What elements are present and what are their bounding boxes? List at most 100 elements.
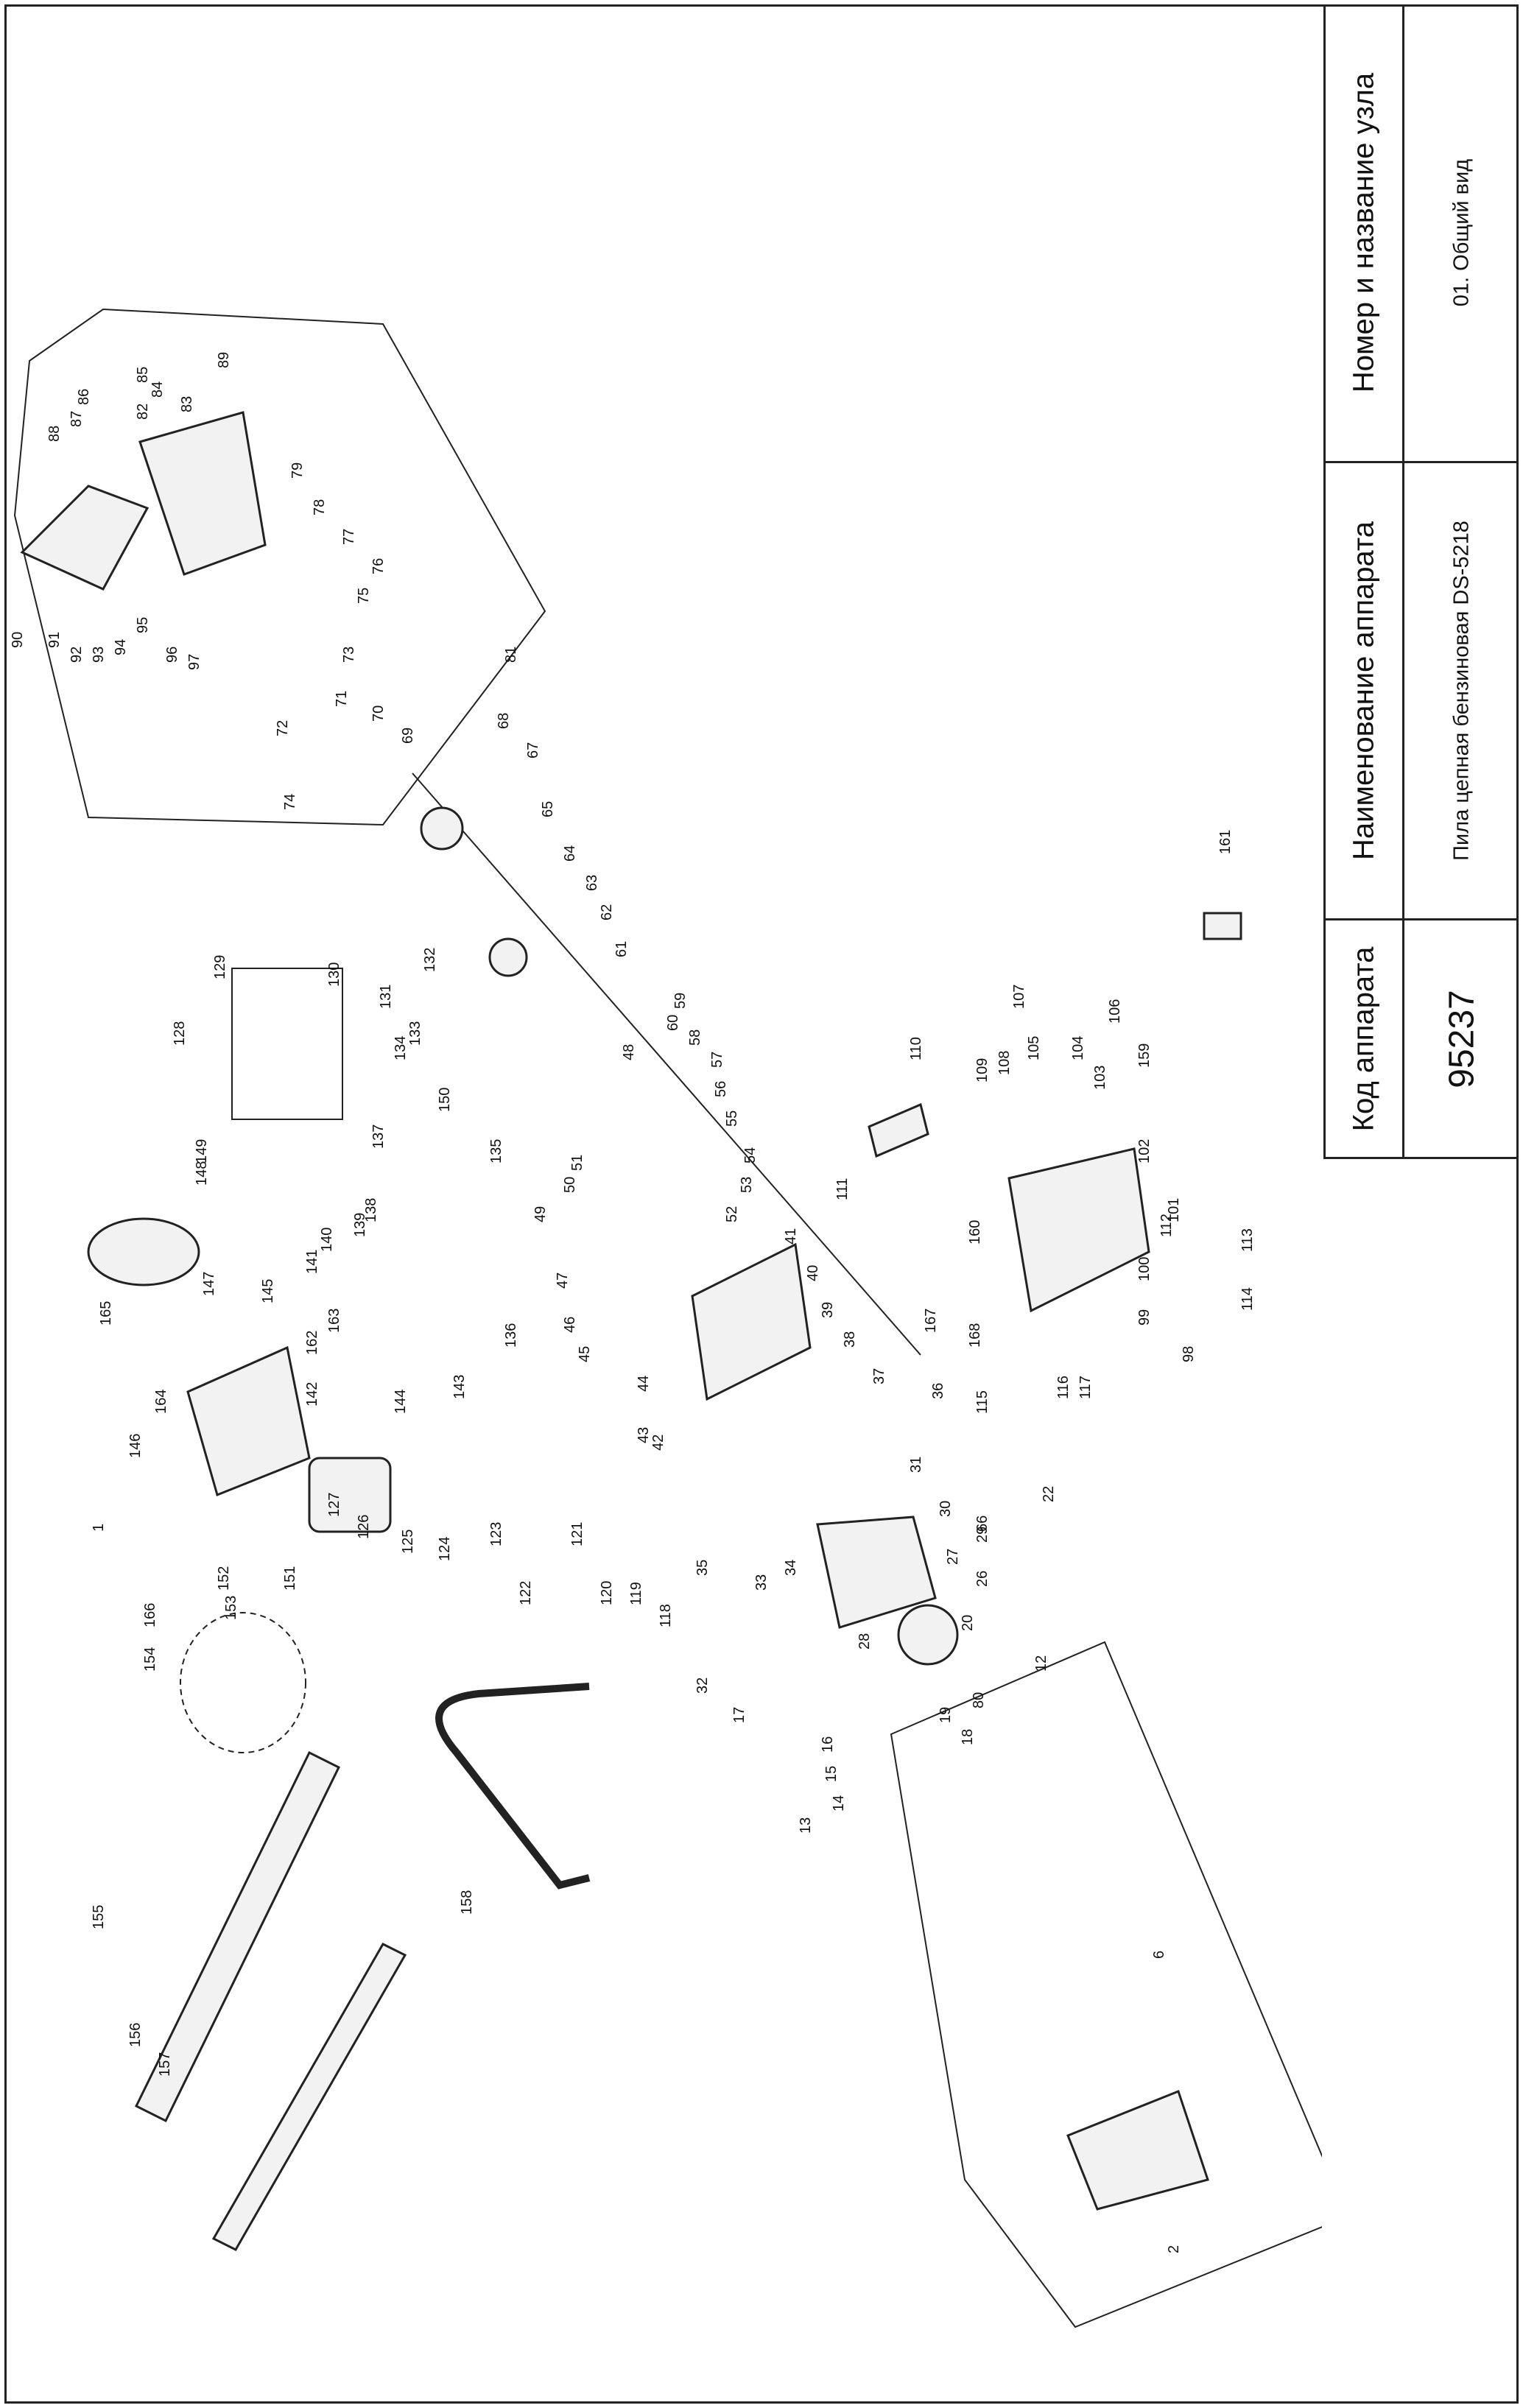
part-label-57: 57 xyxy=(709,1052,725,1068)
part-label-86: 86 xyxy=(76,389,92,405)
name-value-cell: Пила цепная бензиновая DS-5218 xyxy=(1404,463,1519,918)
part-label-51: 51 xyxy=(569,1155,585,1171)
part-label-66: 66 xyxy=(974,1515,991,1532)
part-label-27: 27 xyxy=(945,1549,961,1565)
part-label-28: 28 xyxy=(857,1633,873,1650)
part-label-114: 114 xyxy=(1239,1287,1256,1311)
part-label-94: 94 xyxy=(113,639,129,655)
part-label-162: 162 xyxy=(304,1331,320,1355)
top-cover-part xyxy=(87,1217,200,1286)
part-label-121: 121 xyxy=(569,1522,585,1546)
part-label-54: 54 xyxy=(742,1147,759,1163)
part-label-167: 167 xyxy=(923,1309,939,1333)
part-label-102: 102 xyxy=(1136,1139,1153,1163)
part-label-85: 85 xyxy=(135,367,151,383)
part-label-40: 40 xyxy=(805,1265,821,1281)
part-label-112: 112 xyxy=(1158,1214,1175,1237)
part-label-158: 158 xyxy=(459,1890,475,1915)
part-label-131: 131 xyxy=(378,985,394,1009)
group-outline-air-filter xyxy=(180,1612,306,1753)
code-header: Код аппарата xyxy=(1347,946,1380,1131)
part-label-62: 62 xyxy=(599,904,615,920)
part-label-63: 63 xyxy=(584,875,600,891)
part-label-55: 55 xyxy=(724,1110,740,1127)
part-label-154: 154 xyxy=(142,1647,158,1672)
part-label-12: 12 xyxy=(1033,1655,1049,1672)
part-label-37: 37 xyxy=(871,1368,887,1384)
main-body-part xyxy=(691,1242,812,1401)
part-label-98: 98 xyxy=(1181,1346,1197,1362)
part-label-122: 122 xyxy=(518,1581,534,1605)
part-label-47: 47 xyxy=(555,1272,571,1289)
unit-value: 01. Общий вид xyxy=(1449,158,1473,307)
part-label-134: 134 xyxy=(393,1036,409,1060)
part-label-138: 138 xyxy=(363,1198,379,1222)
part-label-44: 44 xyxy=(636,1376,652,1392)
part-label-1: 1 xyxy=(91,1524,107,1532)
part-label-159: 159 xyxy=(1136,1043,1153,1068)
part-label-161: 161 xyxy=(1217,830,1234,854)
part-label-87: 87 xyxy=(68,411,85,427)
part-label-137: 137 xyxy=(370,1124,387,1149)
part-label-70: 70 xyxy=(370,705,387,722)
part-label-89: 89 xyxy=(216,352,232,368)
part-label-124: 124 xyxy=(437,1537,453,1561)
part-label-129: 129 xyxy=(212,955,228,979)
part-label-132: 132 xyxy=(422,948,438,972)
part-label-29: 29 xyxy=(974,1527,991,1543)
crankcase-part xyxy=(816,1515,937,1629)
part-label-92: 92 xyxy=(68,647,85,663)
part-label-39: 39 xyxy=(820,1302,836,1318)
part-label-116: 116 xyxy=(1055,1376,1072,1399)
part-label-109: 109 xyxy=(974,1058,991,1082)
part-label-126: 126 xyxy=(356,1515,372,1539)
part-label-61: 61 xyxy=(613,941,630,957)
guide-bar-part xyxy=(211,1943,407,2251)
part-label-166: 166 xyxy=(142,1603,158,1627)
part-label-151: 151 xyxy=(282,1566,298,1591)
part-label-111: 111 xyxy=(834,1178,851,1200)
sprocket-part xyxy=(488,937,528,977)
unit-header: Номер и название узла xyxy=(1347,72,1380,393)
part-label-46: 46 xyxy=(562,1317,578,1333)
part-label-142: 142 xyxy=(304,1382,320,1407)
part-label-104: 104 xyxy=(1070,1036,1086,1060)
part-label-144: 144 xyxy=(393,1390,409,1414)
name-header: Наименование аппарата xyxy=(1347,521,1380,860)
part-label-157: 157 xyxy=(157,2052,173,2077)
part-label-155: 155 xyxy=(91,1905,107,1929)
front-handle-bar-part xyxy=(435,1683,591,1890)
cylinder-cover-part xyxy=(186,1345,311,1497)
clutch-drum-part xyxy=(420,806,464,851)
part-label-31: 31 xyxy=(908,1457,924,1473)
part-label-136: 136 xyxy=(503,1323,519,1348)
part-label-49: 49 xyxy=(532,1206,549,1222)
part-label-108: 108 xyxy=(996,1051,1013,1075)
title-block: Код аппарата 95237 Наименование аппарата… xyxy=(1323,4,1519,1159)
part-label-150: 150 xyxy=(437,1088,453,1112)
part-label-90: 90 xyxy=(10,632,26,648)
part-label-36: 36 xyxy=(930,1383,946,1399)
part-label-99: 99 xyxy=(1136,1309,1153,1326)
unit-header-cell: Номер и название узла xyxy=(1326,4,1402,461)
part-label-59: 59 xyxy=(672,993,689,1009)
part-label-119: 119 xyxy=(628,1582,644,1605)
part-label-65: 65 xyxy=(540,801,556,817)
unit-value-cell: 01. Общий вид xyxy=(1404,4,1519,461)
part-label-120: 120 xyxy=(599,1581,615,1605)
cylinder-part xyxy=(308,1457,392,1533)
part-label-113: 113 xyxy=(1239,1228,1256,1252)
part-label-133: 133 xyxy=(407,1021,423,1046)
part-label-67: 67 xyxy=(525,742,541,758)
part-label-153: 153 xyxy=(223,1596,239,1620)
part-label-26: 26 xyxy=(974,1571,991,1587)
part-label-64: 64 xyxy=(562,845,578,862)
part-label-30: 30 xyxy=(938,1501,954,1517)
part-label-160: 160 xyxy=(967,1220,983,1245)
part-label-42: 42 xyxy=(650,1434,666,1451)
part-label-106: 106 xyxy=(1107,999,1123,1024)
rear-handle-part xyxy=(20,485,150,591)
part-label-118: 118 xyxy=(658,1604,674,1627)
part-label-56: 56 xyxy=(713,1081,729,1097)
part-label-52: 52 xyxy=(724,1206,740,1222)
